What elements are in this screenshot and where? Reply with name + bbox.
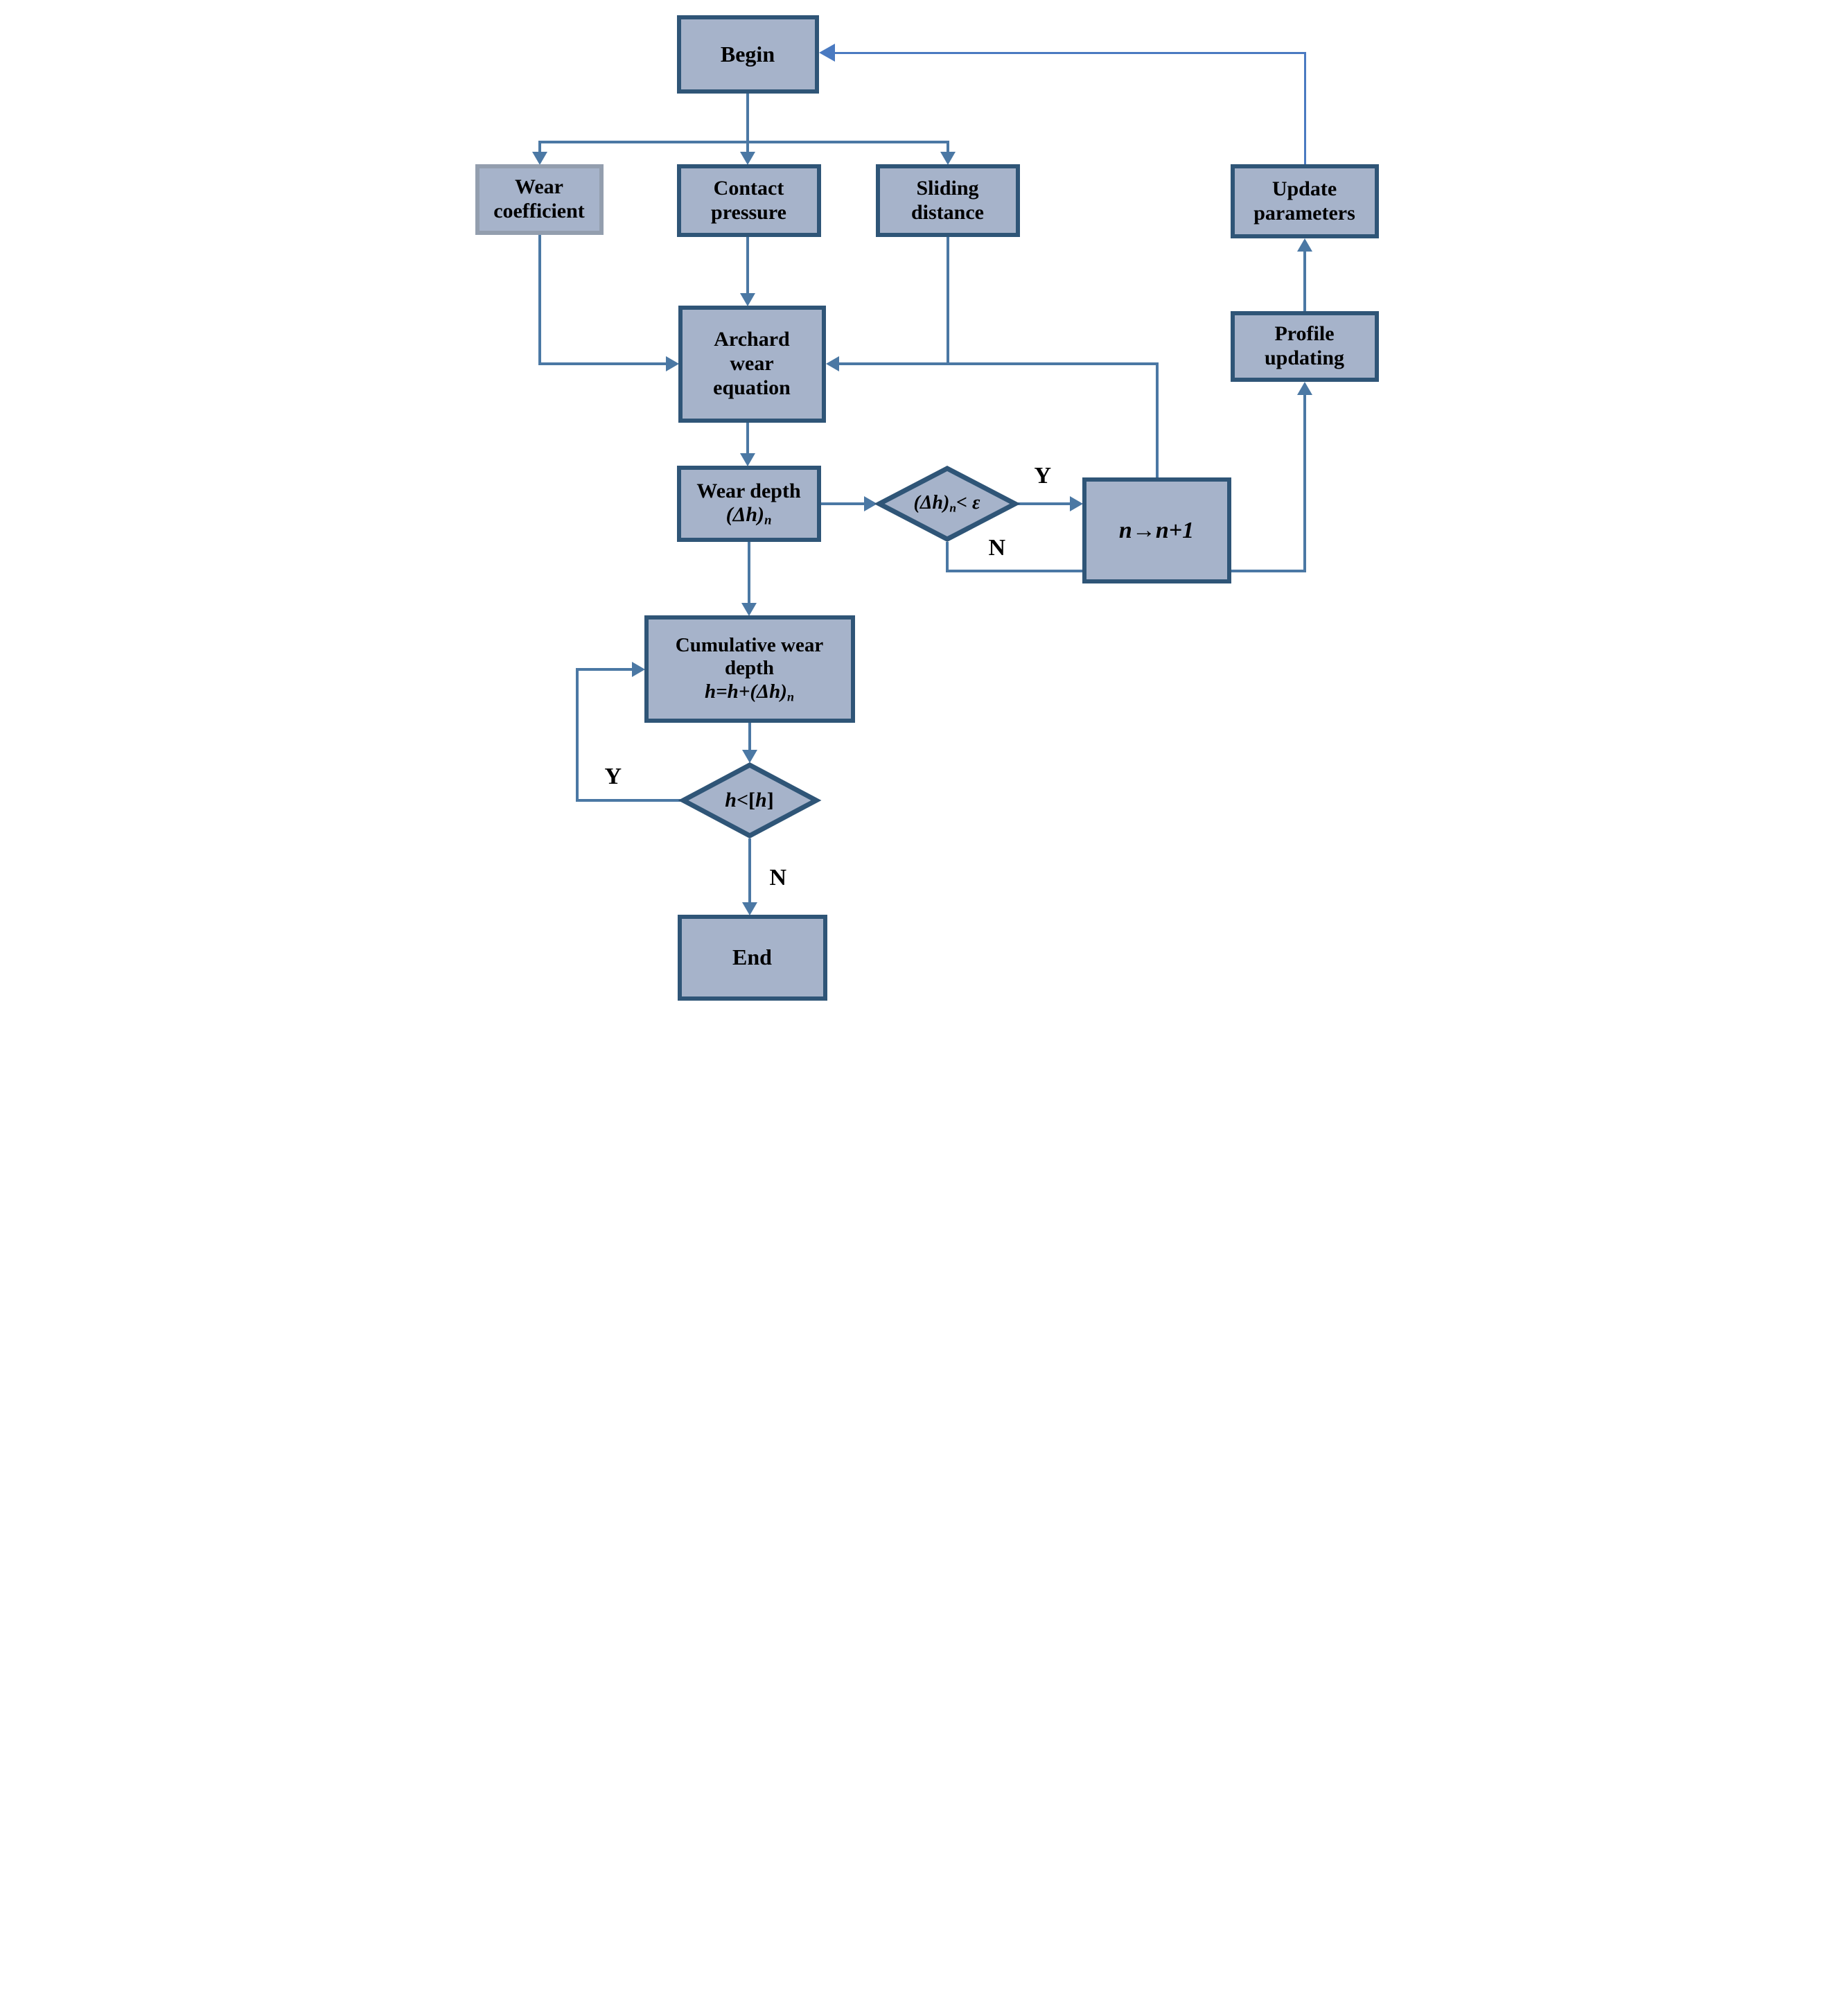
connector-drop-wear-coefficient [538,142,541,152]
node-profile-updating: Profile updating [1230,311,1379,382]
node-cumulative-wear-depth: Cumulative wear depth h=h+(Δh)n [644,615,855,723]
connector-depth-yes-left [575,799,680,802]
connector-sliding-down [946,237,949,365]
connector-increment-up [1155,362,1159,477]
sliding-distance-line1: Sliding [916,176,979,200]
connector-yes-to-increment [1017,502,1070,505]
node-end: End [677,915,827,1001]
wear-depth-formula-sub: n [764,513,772,528]
connector-wear-coefficient-down [538,235,541,365]
increment-rhs: n+1 [1155,517,1195,543]
sliding-distance-line2: distance [911,200,984,224]
edge-label-convergence-yes: Y [1034,463,1052,489]
convergence-diamond-shape [873,466,1021,542]
connector-weardepth-to-decision [820,502,864,505]
wear-coefficient-line2: coefficient [493,200,585,222]
update-parameters-line2: parameters [1253,201,1355,225]
edge-label-depth-no: N [769,865,787,890]
cumulative-line2: depth [725,657,774,680]
arrowhead-into-sliding-distance [940,152,956,165]
connector-depth-yes-up [575,668,579,802]
node-end-label: End [732,945,772,970]
update-parameters-line1: Update [1271,177,1337,200]
connector-loop-to-archard [838,362,1159,365]
node-update-parameters: Update parameters [1230,164,1379,238]
profile-updating-line1: Profile [1274,322,1335,346]
connector-wear-coefficient-to-archard [538,362,666,365]
node-contact-pressure: Contact pressure [676,164,821,237]
depth-var2: h [755,789,767,811]
convergence-expr-sub: n [949,501,956,515]
wear-depth-formula: (Δh) [725,503,765,527]
connector-weardepth-to-cumulative [747,542,750,603]
connector-contact-to-archard [746,237,749,293]
depth-diamond-shape [678,762,821,838]
convergence-comparison: < ε [956,492,980,514]
connector-no-up-to-profile [1303,394,1306,572]
connector-archard-to-weardepth [746,423,749,453]
node-archard-wear-equation: Archard wear equation [678,306,826,423]
wear-coefficient-line1: Wear [515,175,563,199]
arrowhead-into-archard-left [665,356,679,371]
arrowhead-into-increment [1069,496,1083,511]
node-wear-depth: Wear depth (Δh)n [676,466,821,542]
arrowhead-into-weardepth [739,453,755,466]
decision-convergence-check: (Δh)n< ε [873,466,1021,542]
connector-profile-to-update [1303,251,1306,311]
depth-operator: <[ [736,789,756,811]
convergence-expr: (Δh) [913,492,950,514]
archard-line2: wear [730,352,774,376]
node-begin: Begin [676,15,819,94]
contact-pressure-line1: Contact [713,176,784,200]
arrowhead-into-begin [818,44,835,62]
connector-cumulative-to-decision [748,723,751,750]
connector-feedback-across [834,52,1306,54]
depth-var1: h [725,789,737,811]
flowchart-canvas: Begin Wear coefficient Contact pressure … [461,0,1387,1006]
node-wear-coefficient: Wear coefficient [475,164,604,235]
arrowhead-into-profile-updating [1296,382,1312,395]
decision-depth-limit-check: h<[h] [678,762,821,838]
profile-updating-line2: updating [1264,346,1345,369]
arrowhead-into-archard-top [739,293,755,306]
connector-distribution-line [538,141,949,143]
node-begin-label: Begin [720,41,775,67]
connector-depth-no-to-end [748,838,751,902]
arrowhead-into-cumulative-left [631,662,645,677]
depth-bracket: ] [766,789,774,811]
arrowhead-into-depth-diamond [741,750,757,763]
arrowhead-into-update-parameters [1296,238,1312,252]
connector-feedback-up [1303,52,1306,164]
increment-lhs: n [1118,517,1132,543]
archard-line1: Archard [714,328,790,351]
connector-no-down [945,542,949,572]
cumulative-line1: Cumulative wear [675,633,824,656]
arrowhead-into-convergence-diamond [863,496,877,511]
connector-begin-to-contact [746,94,749,152]
increment-arrow-glyph: → [1132,517,1156,543]
arrowhead-into-end [741,902,757,915]
archard-line3: equation [713,376,791,399]
arrowhead-into-cumulative-top [741,603,757,616]
contact-pressure-line2: pressure [711,200,786,224]
arrowhead-into-archard-right [825,356,839,371]
edge-label-depth-yes: Y [604,764,622,789]
connector-drop-sliding-distance [946,142,949,152]
connector-depth-yes-right [575,668,632,671]
cumulative-formula-sub: n [786,690,794,704]
wear-depth-title: Wear depth [696,479,801,502]
node-increment-n: n→n+1 [1082,477,1231,583]
node-sliding-distance: Sliding distance [875,164,1020,237]
arrowhead-into-wear-coefficient [531,152,547,165]
cumulative-formula: h=h+(Δh) [705,680,787,703]
arrowhead-into-contact-pressure [739,152,755,165]
edge-label-convergence-no: N [988,535,1006,561]
